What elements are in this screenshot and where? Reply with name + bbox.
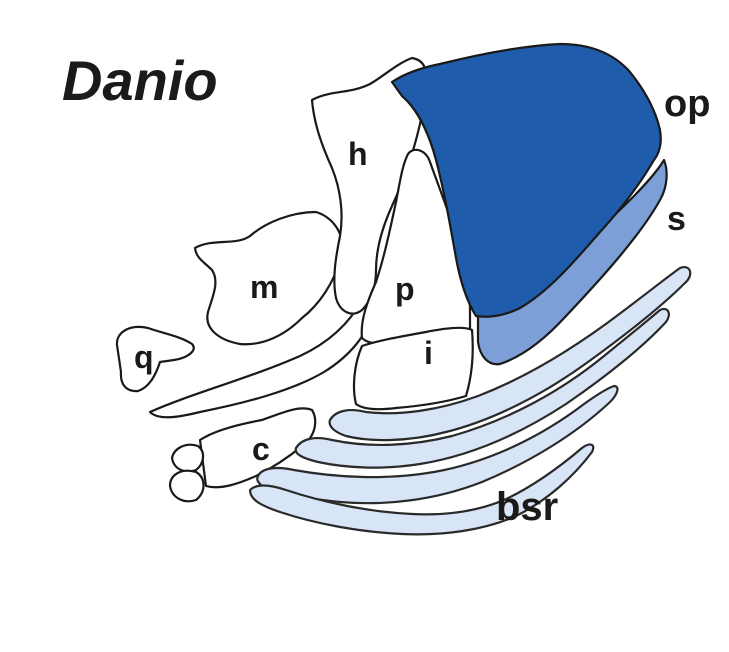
bone-q bbox=[117, 327, 194, 391]
label-s: s bbox=[667, 200, 686, 238]
label-m: m bbox=[250, 269, 278, 305]
label-q: q bbox=[134, 339, 154, 375]
label-op: op bbox=[664, 83, 710, 125]
label-h: h bbox=[348, 136, 368, 172]
label-p: p bbox=[395, 271, 415, 307]
diagram-title: Danio bbox=[62, 49, 218, 112]
label-i: i bbox=[424, 335, 433, 371]
bone-c-fragment-1 bbox=[172, 445, 203, 472]
label-bsr: bsr bbox=[496, 485, 558, 529]
bone-c-fragment-2 bbox=[170, 471, 204, 501]
label-c: c bbox=[252, 431, 270, 467]
